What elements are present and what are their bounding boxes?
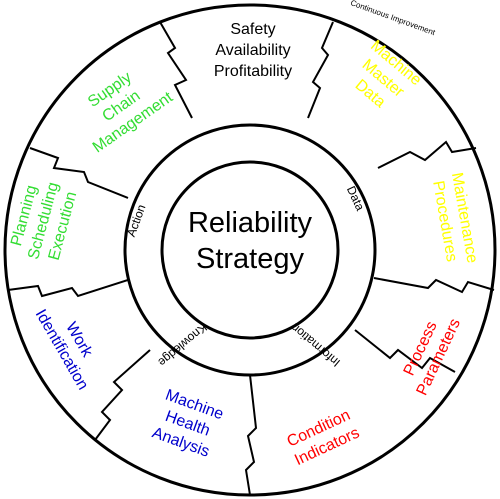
divider-bottom-right: [354, 329, 456, 373]
divider-right-upper: [377, 140, 477, 169]
label-knowledge: Knowledge: [155, 321, 210, 370]
segment-condition-indicators: Condition Indicators: [284, 407, 362, 469]
divider-left-upper: [29, 147, 129, 199]
divider-right-lower: [373, 277, 495, 294]
segment-maintenance-procedures: Maintenance Procedures: [429, 171, 481, 264]
divider-left-lower: [7, 279, 129, 298]
segment-planning-scheduling-execution: Planning Scheduling Execution: [8, 180, 80, 262]
segment-top-line2: Availability: [215, 42, 290, 59]
label-data: Data: [344, 184, 368, 213]
segment-top-line3: Profitability: [214, 63, 292, 80]
divider-top-right: [307, 21, 334, 119]
center-circle: [160, 160, 340, 340]
center-title-line2: Strategy: [196, 243, 304, 275]
divider-bottom: [244, 374, 258, 496]
segment-safety-availability-profitability: Safety Availability Profitability: [214, 21, 292, 80]
segment-top-line1: Safety: [230, 21, 275, 38]
center-title-line1: Reliability: [188, 207, 313, 239]
segment-machine-health-analysis: Machine Health Analysis: [150, 387, 226, 461]
divider-top-left: [159, 21, 193, 119]
divider-bottom-left: [94, 349, 151, 441]
segment-work-identification: Work Identification: [32, 307, 96, 393]
segment-machine-master-data: Machine Master Data: [352, 37, 425, 111]
label-information: Information: [288, 320, 343, 369]
